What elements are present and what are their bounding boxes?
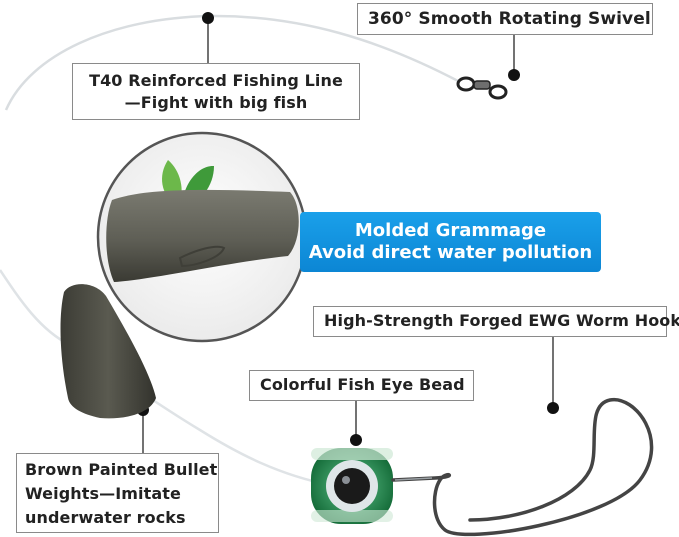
bullet-weight (60, 284, 156, 419)
fish-eye-bead (311, 448, 393, 524)
swivel (456, 76, 508, 100)
swivel-callout: 360° Smooth Rotating Swivel (357, 3, 653, 35)
bullet-label-2: Weights—Imitate (25, 484, 181, 503)
line-marker-dot (202, 12, 214, 24)
ewg-worm-hook (391, 398, 654, 537)
hook-callout: High-Strength Forged EWG Worm Hook (313, 306, 679, 337)
swivel-marker-dot (508, 69, 520, 81)
fishing-line-label-1: T40 Reinforced Fishing Line (89, 71, 343, 90)
bullet-label-3: underwater rocks (25, 508, 186, 527)
hook-label: High-Strength Forged EWG Worm Hook (324, 311, 679, 330)
banner-line-1: Molded Grammage (354, 220, 547, 241)
hook-marker-dot (547, 402, 559, 414)
bead-callout: Colorful Fish Eye Bead (249, 370, 474, 401)
fishing-line-label-2: —Fight with big fish (124, 93, 308, 112)
bullet-label-1: Brown Painted Bullet (25, 460, 218, 479)
molded-grammage-banner: Molded Grammage Avoid direct water pollu… (300, 212, 601, 272)
bead-marker-dot (350, 434, 362, 446)
bullet-weight-callout: Brown Painted Bullet Weights—Imitate und… (16, 453, 219, 533)
bead-label: Colorful Fish Eye Bead (260, 375, 465, 394)
swivel-label: 360° Smooth Rotating Swivel (368, 9, 651, 29)
fishing-line-callout: T40 Reinforced Fishing Line —Fight with … (72, 63, 360, 120)
banner-line-2: Avoid direct water pollution (308, 242, 593, 263)
magnified-bullet-weight (106, 189, 299, 282)
